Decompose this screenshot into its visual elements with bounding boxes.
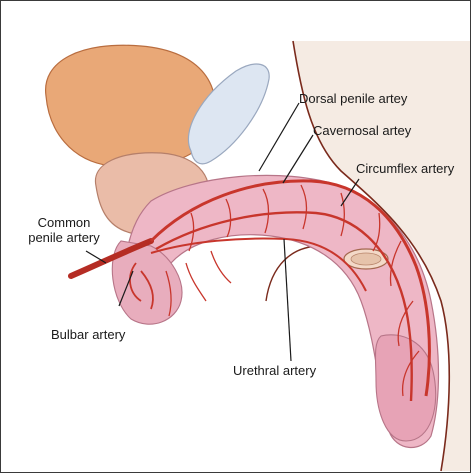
label-circumflex-artery: Circumflex artery — [356, 161, 454, 176]
label-common-line2: penile artery — [9, 230, 119, 245]
label-urethral-artery: Urethral artery — [233, 363, 316, 378]
leader-common — [86, 251, 106, 263]
label-bulbar-artery: Bulbar artery — [51, 327, 125, 342]
label-dorsal-penile-artery: Dorsal penile artey — [299, 91, 407, 106]
leader-dorsal — [259, 103, 299, 171]
label-common-line1: Common — [9, 215, 119, 230]
cross-section-inner — [351, 253, 381, 265]
leader-cavernosal — [283, 135, 313, 183]
label-cavernosal-artery: Cavernosal artey — [313, 123, 411, 138]
perineum-skin-line — [266, 246, 321, 301]
label-common-penile-artery: Common penile artery — [9, 215, 119, 245]
